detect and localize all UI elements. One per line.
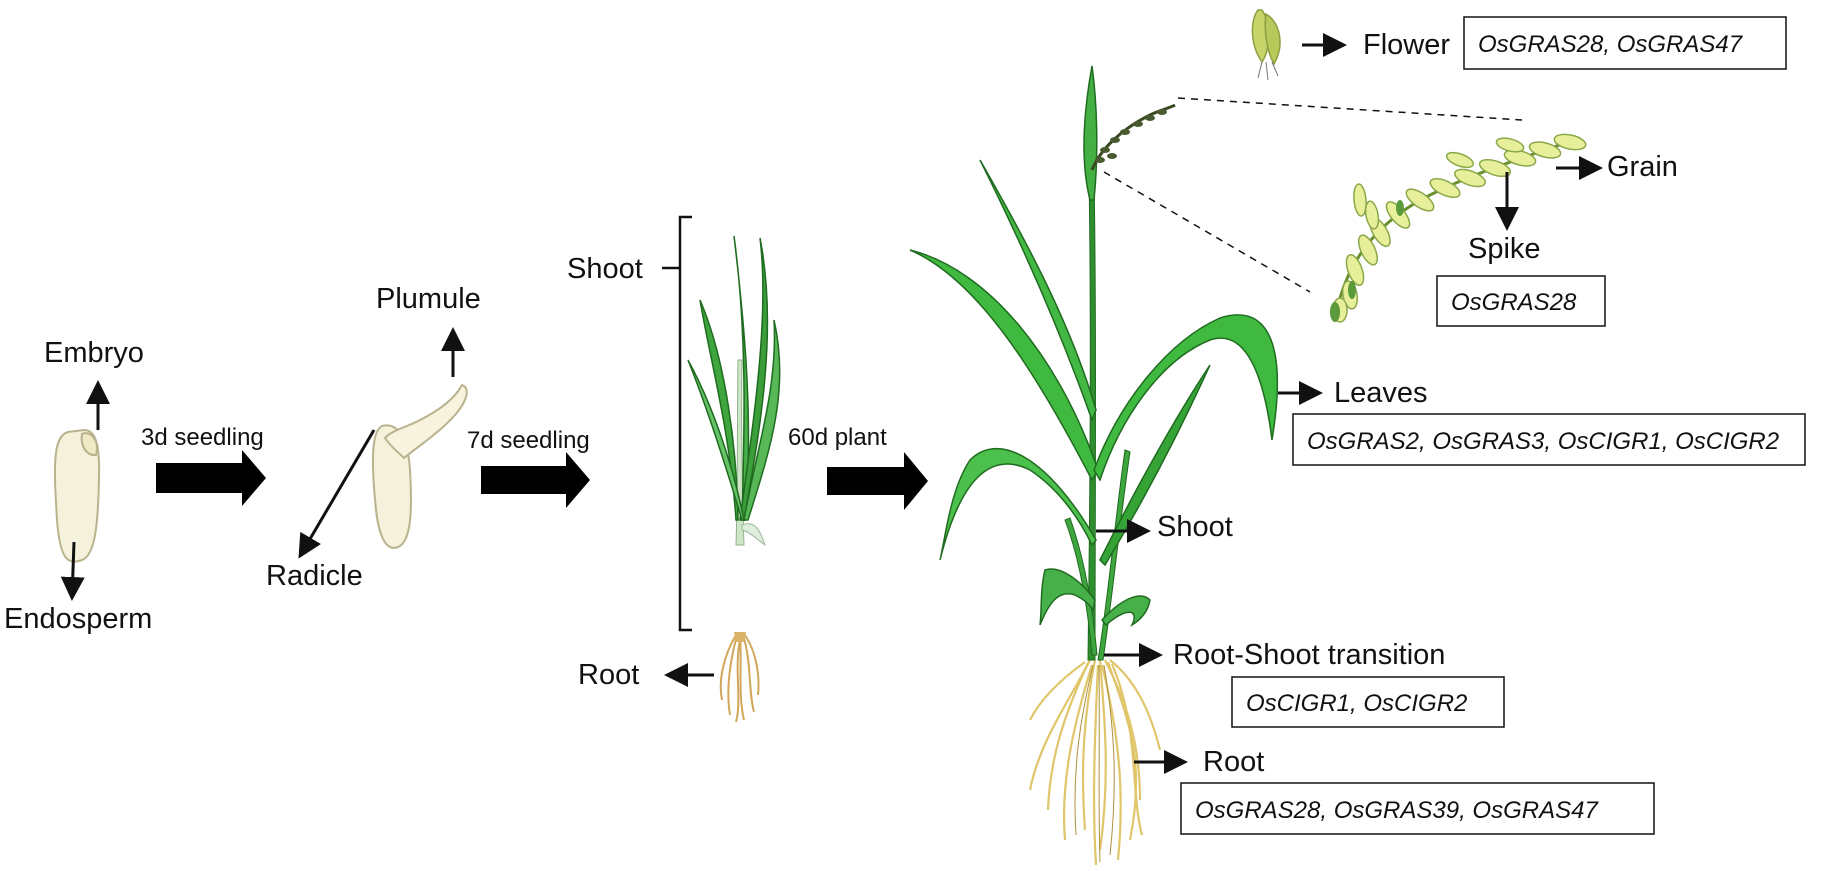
plumule-label: Plumule [376,283,481,315]
leaves-gene-list: OsGRAS2, OsGRAS3, OsCIGR1, OsCIGR2 [1307,428,1779,455]
germinating-seed-illustration [371,383,468,549]
root-gene-box [1180,782,1655,835]
stage-label-3d: 3d seedling [141,424,264,451]
stage-label-60d: 60d plant [788,424,887,451]
grain-label: Grain [1607,151,1678,183]
root-7d-label: Root [578,659,639,691]
shoot-60d-label: Shoot [1157,511,1233,543]
root-shoot-gene-box [1231,676,1505,728]
stage-arrow-2 [481,452,590,508]
stage-arrow-1 [156,450,266,506]
root-gene-list: OsGRAS28, OsGRAS39, OsGRAS47 [1195,797,1599,824]
shoot-bracket [678,215,692,632]
endosperm-label: Endosperm [4,603,152,635]
leaves-label: Leaves [1334,377,1428,409]
stage-label-7d: 7d seedling [467,427,590,454]
seedling-7d-illustration [687,235,781,723]
seed-illustration [53,428,101,563]
zoom-line-bottom [1103,171,1311,293]
spike-gene-box [1436,275,1606,327]
flower-gene-list: OsGRAS28, OsGRAS47 [1478,31,1744,58]
flower-illustration [1251,9,1281,81]
flower-gene-box [1463,16,1787,70]
root-60d-label: Root [1203,746,1264,778]
root-shoot-transition-label: Root-Shoot transition [1173,639,1445,671]
radicle-label: Radicle [266,560,363,592]
panicle-closeup-illustration [1330,133,1587,323]
stage-arrow-3 [827,452,928,510]
spike-label: Spike [1468,233,1541,265]
embryo-label: Embryo [44,337,144,369]
leaves-gene-box [1292,413,1806,466]
zoom-line-top [1177,97,1523,121]
flower-label: Flower [1363,29,1450,61]
shoot-7d-label: Shoot [567,253,643,285]
radicle-arrow [298,429,376,559]
root-shoot-gene-list: OsCIGR1, OsCIGR2 [1246,690,1467,717]
spike-gene-list: OsGRAS28 [1451,289,1577,316]
plant-60d-illustration [909,65,1279,866]
endosperm-arrow [60,541,85,601]
